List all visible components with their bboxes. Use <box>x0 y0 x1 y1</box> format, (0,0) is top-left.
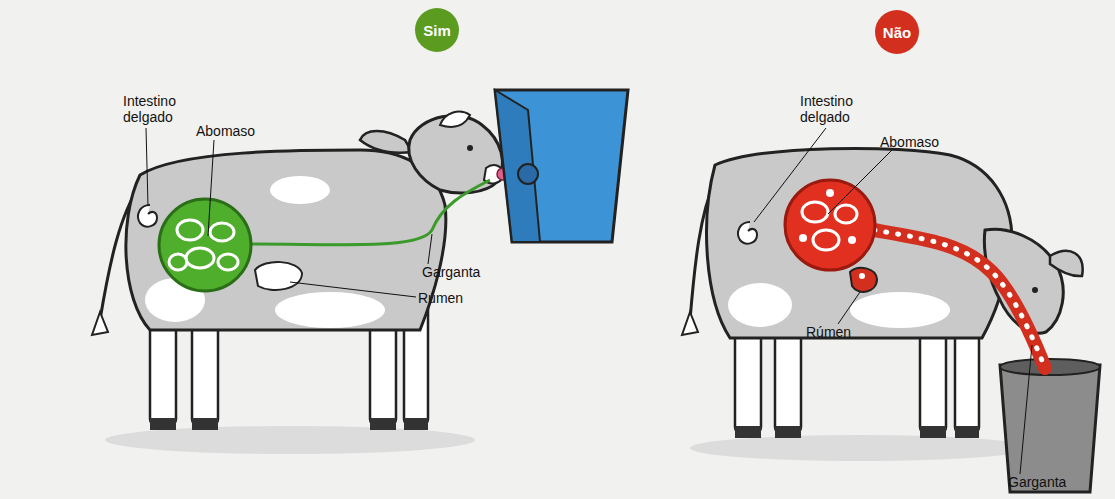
part-label: Rúmen <box>418 290 488 306</box>
tail-tuft <box>92 312 108 335</box>
ear <box>1050 251 1083 276</box>
ear <box>360 131 412 153</box>
leader-line <box>1020 345 1032 474</box>
answer-badge: Sim <box>415 8 459 52</box>
white-patch <box>728 283 792 327</box>
white-patch <box>270 176 330 204</box>
white-patch <box>850 292 950 328</box>
hoof <box>955 426 979 438</box>
hoof <box>775 426 801 438</box>
milk-clot <box>186 248 214 268</box>
badge-text: Não <box>883 24 911 41</box>
tail-tuft <box>682 312 698 335</box>
part-label: Rúmen <box>806 324 876 340</box>
calf-left <box>92 90 628 454</box>
small-intestine <box>738 222 757 244</box>
shadow <box>690 435 1030 461</box>
part-label: Intestino delgado <box>800 93 878 125</box>
eye <box>467 145 473 151</box>
rumen <box>255 262 302 290</box>
leader-line <box>428 234 432 264</box>
shadow <box>105 426 475 454</box>
calf-body <box>126 150 446 330</box>
abomasum <box>785 180 875 270</box>
hoof <box>404 418 428 430</box>
part-label: Garganta <box>422 264 502 280</box>
milk-clot <box>802 202 828 222</box>
milk-clot <box>218 254 238 270</box>
part-label: Garganta <box>1008 474 1088 490</box>
small-intestine <box>138 205 157 227</box>
milk-dot <box>799 234 807 242</box>
leader-line <box>290 282 416 297</box>
bucket <box>1000 365 1100 492</box>
calf-body <box>707 148 1012 338</box>
part-label: Abomaso <box>880 134 960 150</box>
milk-dots <box>862 228 1045 368</box>
milk-path <box>252 180 490 245</box>
answer-badge: Não <box>875 10 919 54</box>
hoof <box>370 418 396 430</box>
milk-clot <box>177 220 203 240</box>
milk-clot <box>210 223 234 241</box>
leader-line <box>838 292 860 324</box>
milk-dot <box>859 273 865 279</box>
milk-bucket <box>495 90 628 242</box>
part-label: Intestino delgado <box>123 93 201 125</box>
milk-dot <box>848 236 856 244</box>
hoof <box>735 426 761 438</box>
hoof <box>192 418 218 430</box>
hoof <box>920 426 946 438</box>
rumen <box>850 268 877 292</box>
milk-clot <box>813 230 839 250</box>
milk-clot <box>835 205 857 223</box>
milk-clot <box>169 254 187 270</box>
milk-path <box>862 228 1045 368</box>
badge-text: Sim <box>423 22 451 39</box>
teat-fitting <box>518 164 538 184</box>
bucket-side <box>495 90 540 242</box>
leader-line <box>754 128 826 222</box>
leader-line <box>828 150 892 214</box>
abomasum <box>159 199 251 291</box>
calf-right <box>682 128 1100 492</box>
leader-line <box>208 140 214 236</box>
eye <box>1032 287 1038 293</box>
white-patch <box>275 292 385 328</box>
part-label: Abomaso <box>196 123 276 139</box>
hoof <box>150 418 176 430</box>
ear <box>440 112 470 127</box>
leader-line <box>146 128 148 206</box>
milk-dot <box>826 189 834 197</box>
